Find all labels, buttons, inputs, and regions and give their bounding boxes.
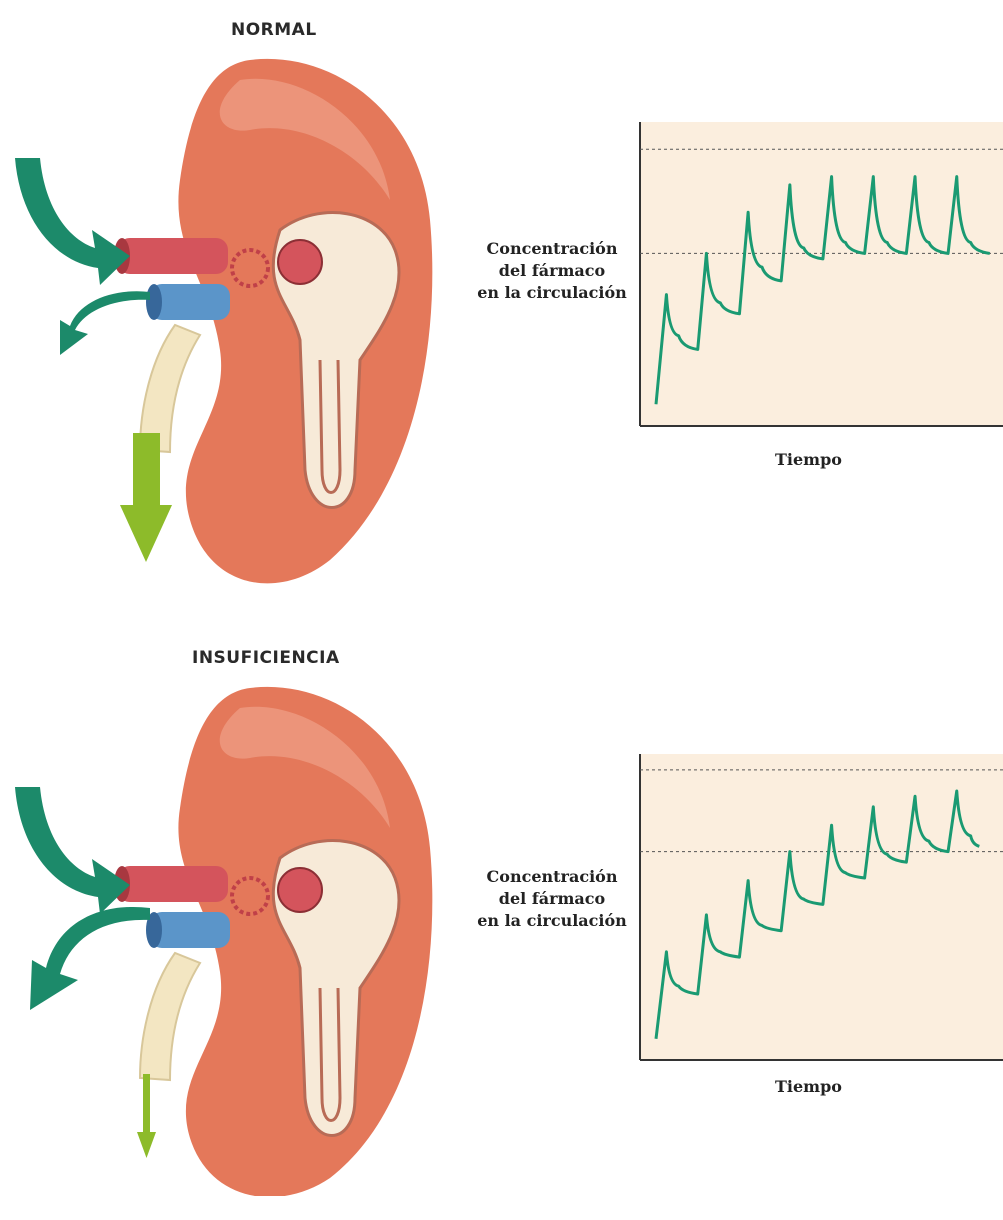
renal-artery bbox=[118, 238, 228, 274]
y-axis-label-line: del fármaco bbox=[452, 888, 652, 910]
inflow-arrow-icon bbox=[15, 787, 130, 914]
y-axis-label-line: Concentración bbox=[452, 238, 652, 260]
ureter bbox=[140, 325, 200, 452]
ureter bbox=[140, 953, 200, 1080]
insufficiency-panel: INSUFICIENCIA Concentración del fármaco … bbox=[0, 622, 1003, 1220]
glomerulus bbox=[278, 868, 322, 912]
renal-artery bbox=[118, 866, 228, 902]
y-axis-label-line: en la circulación bbox=[452, 910, 652, 932]
y-axis-label-line: del fármaco bbox=[452, 260, 652, 282]
y-axis-label-line: Concentración bbox=[452, 866, 652, 888]
normal-panel: NORMAL Concentración del fármaco en la c… bbox=[0, 0, 1003, 598]
urine-arrow-icon bbox=[137, 1074, 156, 1158]
kidney-illustration-normal bbox=[0, 0, 460, 598]
chart-normal bbox=[630, 118, 1003, 434]
x-axis-label-insufficiency: Tiempo bbox=[775, 1077, 842, 1096]
x-axis-label-normal: Tiempo bbox=[775, 450, 842, 469]
y-axis-label-normal: Concentración del fármaco en la circulac… bbox=[452, 238, 652, 304]
outflow-arrow-icon bbox=[60, 291, 150, 355]
plot-area bbox=[640, 122, 1003, 426]
plot-area bbox=[640, 754, 1003, 1060]
y-axis-label-insufficiency: Concentración del fármaco en la circulac… bbox=[452, 866, 652, 932]
chart-insufficiency bbox=[630, 750, 1003, 1068]
outflow-arrow-icon bbox=[30, 907, 150, 1010]
y-axis-label-line: en la circulación bbox=[452, 282, 652, 304]
kidney-illustration-insufficiency bbox=[0, 622, 460, 1196]
inflow-arrow-icon bbox=[15, 158, 130, 285]
glomerulus bbox=[278, 240, 322, 284]
